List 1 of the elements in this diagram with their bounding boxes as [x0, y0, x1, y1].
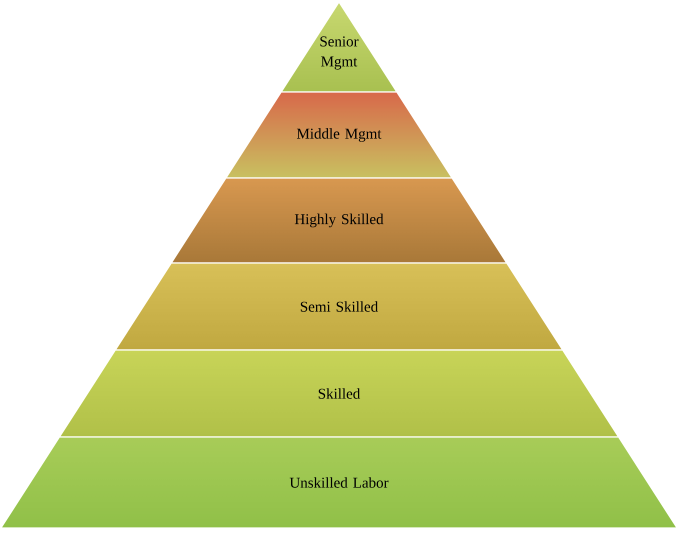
pyramid-level: Unskilled Labor: [0, 436, 678, 529]
